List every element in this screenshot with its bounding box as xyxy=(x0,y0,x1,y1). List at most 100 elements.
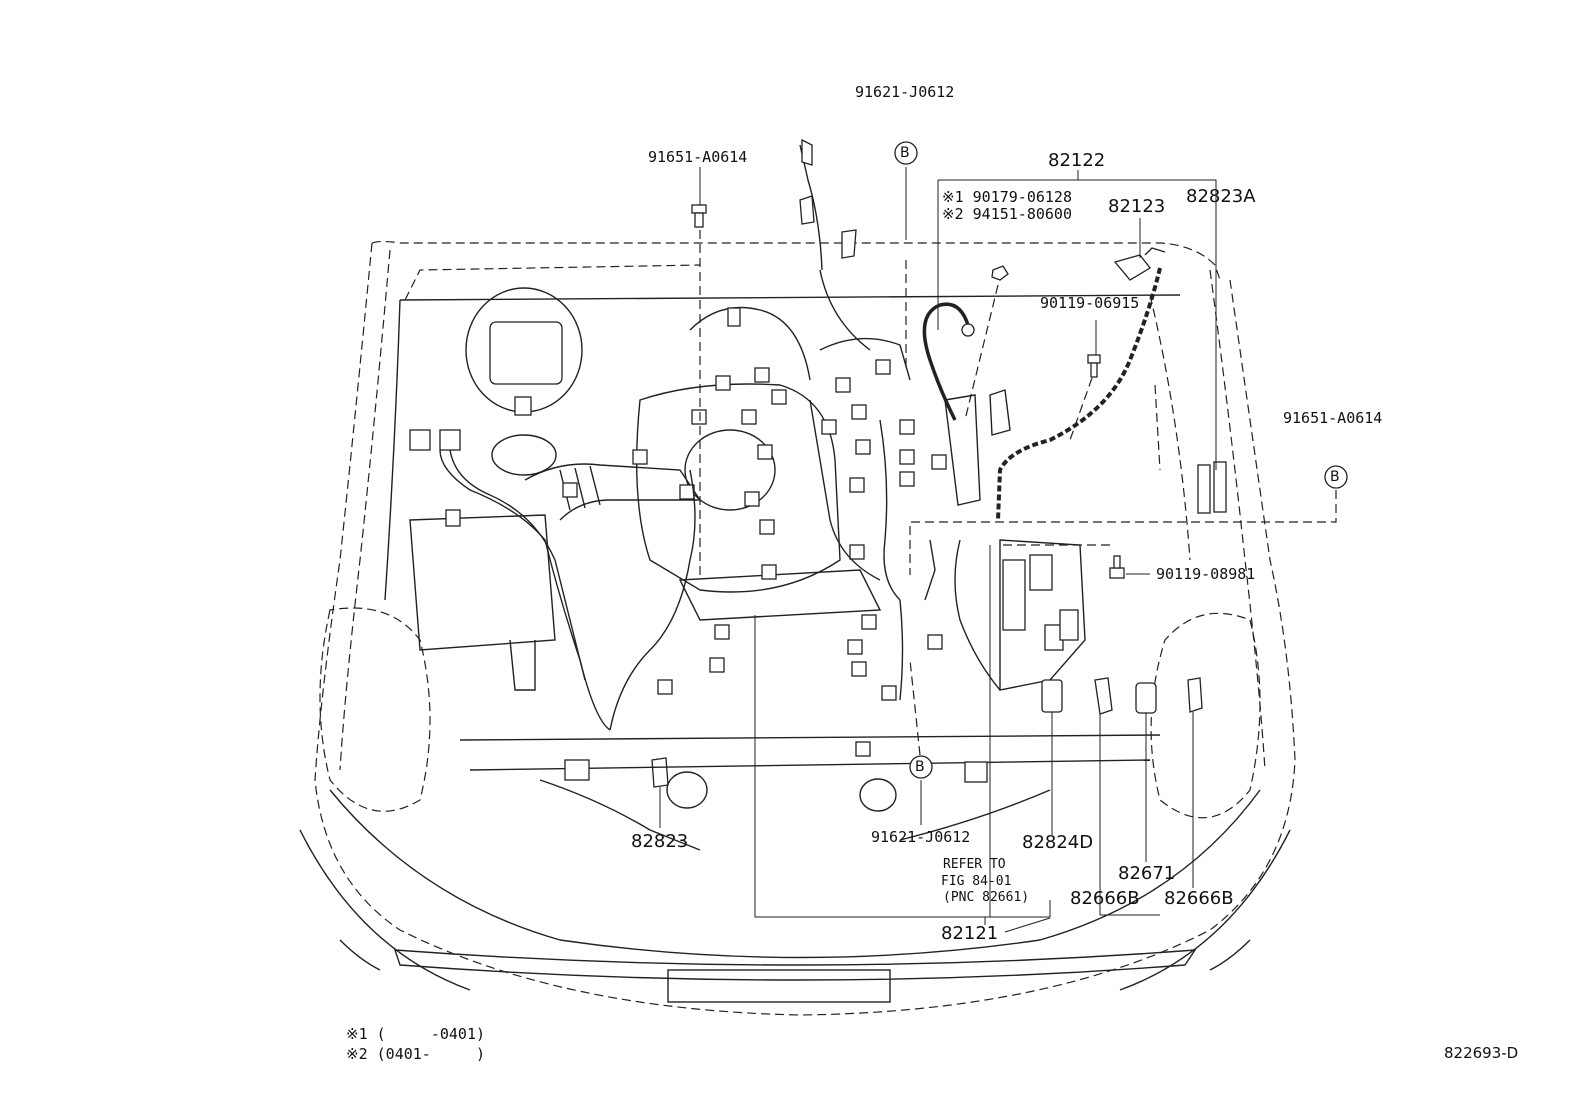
fuse-relay-box xyxy=(999,539,1086,691)
dash-90119-06915 xyxy=(1069,377,1093,441)
crossmember-right xyxy=(899,789,1051,841)
bolt-90119-06915-icon xyxy=(1087,354,1101,378)
top-connector-3 xyxy=(841,229,857,259)
harness-center-right xyxy=(879,419,901,601)
refer-line-3: (PNC 82661) xyxy=(943,890,1030,905)
connector-82824D xyxy=(1041,679,1063,713)
connector-l1 xyxy=(409,429,431,451)
headlight-connector-b xyxy=(1213,461,1227,513)
ground-strap xyxy=(924,539,936,601)
upper-hose xyxy=(689,306,811,381)
connector-l3 xyxy=(445,509,461,527)
harness-to-fusebox xyxy=(954,539,1001,691)
part-label-91651-right: 91651-A0614 xyxy=(1283,409,1383,427)
part-label-82121: 82121 xyxy=(941,923,999,944)
part-label-82122: 82122 xyxy=(1048,150,1106,171)
harness-drop xyxy=(899,599,904,701)
nut-82122-icon xyxy=(991,265,1009,281)
harness-center xyxy=(809,399,881,581)
battery-bracket xyxy=(509,639,536,691)
bolt-90119-08981-icon xyxy=(1109,555,1125,579)
top-connector-1 xyxy=(801,138,813,166)
throttle-body xyxy=(684,429,776,511)
positive-cable-82123 xyxy=(996,267,1162,521)
part-label-note1: ※1 90179-06128 xyxy=(942,188,1072,206)
bumper-upper xyxy=(329,789,1261,959)
b-marker-top-circle xyxy=(894,141,918,165)
dash-nut xyxy=(964,284,999,421)
fuse-block-bracket xyxy=(944,394,981,506)
cowl-dash-left xyxy=(404,264,701,301)
fuse-row-1 xyxy=(1002,559,1026,631)
right-headlight-well xyxy=(1150,612,1261,819)
bracket-82122 xyxy=(938,179,1217,470)
hood-outline-top xyxy=(371,240,1221,281)
upper-harness-right xyxy=(819,337,911,381)
b-marker-right: B xyxy=(1330,469,1340,485)
left-inner-panel xyxy=(384,299,401,601)
b-marker-bottom-circle xyxy=(909,755,933,779)
leader-82121 xyxy=(1004,917,1051,933)
part-label-82666B-1: 82666B xyxy=(1070,888,1140,909)
bracket-82121 xyxy=(754,615,1051,918)
left-horn xyxy=(666,771,708,809)
part-label-91621-bottom: 91621-J0612 xyxy=(871,828,971,846)
fuse-row-4 xyxy=(1059,609,1079,641)
engine-connectors xyxy=(562,307,947,757)
cable-terminal xyxy=(961,323,975,337)
dash-82823A xyxy=(1154,384,1161,471)
part-label-90119-08981: 90119-08981 xyxy=(1156,565,1256,583)
fender-right-inner xyxy=(1209,269,1266,771)
front-lip xyxy=(394,949,1197,981)
b-marker-top: B xyxy=(900,145,910,161)
firewall-line xyxy=(399,294,1181,301)
harness-left-main xyxy=(439,449,611,731)
footnote-2: ※2 (0401- ) xyxy=(346,1045,485,1063)
fuse-row-2 xyxy=(1029,554,1053,591)
harness-center-left xyxy=(609,469,696,731)
connector-82823 xyxy=(651,757,669,788)
connector-82666B-2 xyxy=(1187,677,1203,713)
connector-82671 xyxy=(1135,682,1157,714)
crossmember-left xyxy=(539,779,701,851)
radiator-support-top xyxy=(459,734,1161,741)
left-headlight-well xyxy=(319,607,431,812)
harness-top-lead xyxy=(799,144,823,271)
part-label-82823: 82823 xyxy=(631,831,689,852)
part-label-82671: 82671 xyxy=(1118,863,1176,884)
battery-terminal-82123 xyxy=(1113,254,1151,281)
license-plate-area xyxy=(667,969,891,1003)
battery-box xyxy=(409,514,556,651)
harness-up xyxy=(819,269,871,351)
part-label-82824D: 82824D xyxy=(1022,832,1094,853)
reservoir-nozzle xyxy=(514,396,532,416)
terminal-cap xyxy=(1144,247,1166,256)
part-label-90119-06915: 90119-06915 xyxy=(1040,294,1140,312)
intake-duct xyxy=(524,463,702,521)
battery-cable-82122 xyxy=(922,302,970,421)
bumper-left-edge xyxy=(299,829,471,991)
part-label-82823A: 82823A xyxy=(1186,186,1256,207)
fender-left-inner xyxy=(339,249,391,771)
connector-l2 xyxy=(439,429,461,451)
refer-line-1: REFER TO xyxy=(943,857,1006,872)
bolt-right xyxy=(964,761,988,783)
strut-tower xyxy=(491,434,557,476)
part-label-82666B-2: 82666B xyxy=(1164,888,1234,909)
dash-91651-right xyxy=(909,490,1337,575)
part-label-91651-left: 91651-A0614 xyxy=(648,148,748,166)
b-marker-right-circle xyxy=(1324,465,1348,489)
top-connector-2 xyxy=(799,195,815,225)
relay-connector xyxy=(989,389,1011,436)
center-horn xyxy=(859,778,897,812)
refer-line-2: FIG 84-01 xyxy=(941,874,1012,889)
right-inner-panel xyxy=(1149,294,1191,561)
reservoir-cap xyxy=(489,321,563,385)
harness-left-second xyxy=(449,449,586,681)
footnote-1: ※1 ( -0401) xyxy=(346,1025,485,1043)
intake-manifold xyxy=(678,569,882,621)
left-fog-line xyxy=(339,939,381,971)
part-label-note2: ※2 94151-80600 xyxy=(942,205,1072,223)
